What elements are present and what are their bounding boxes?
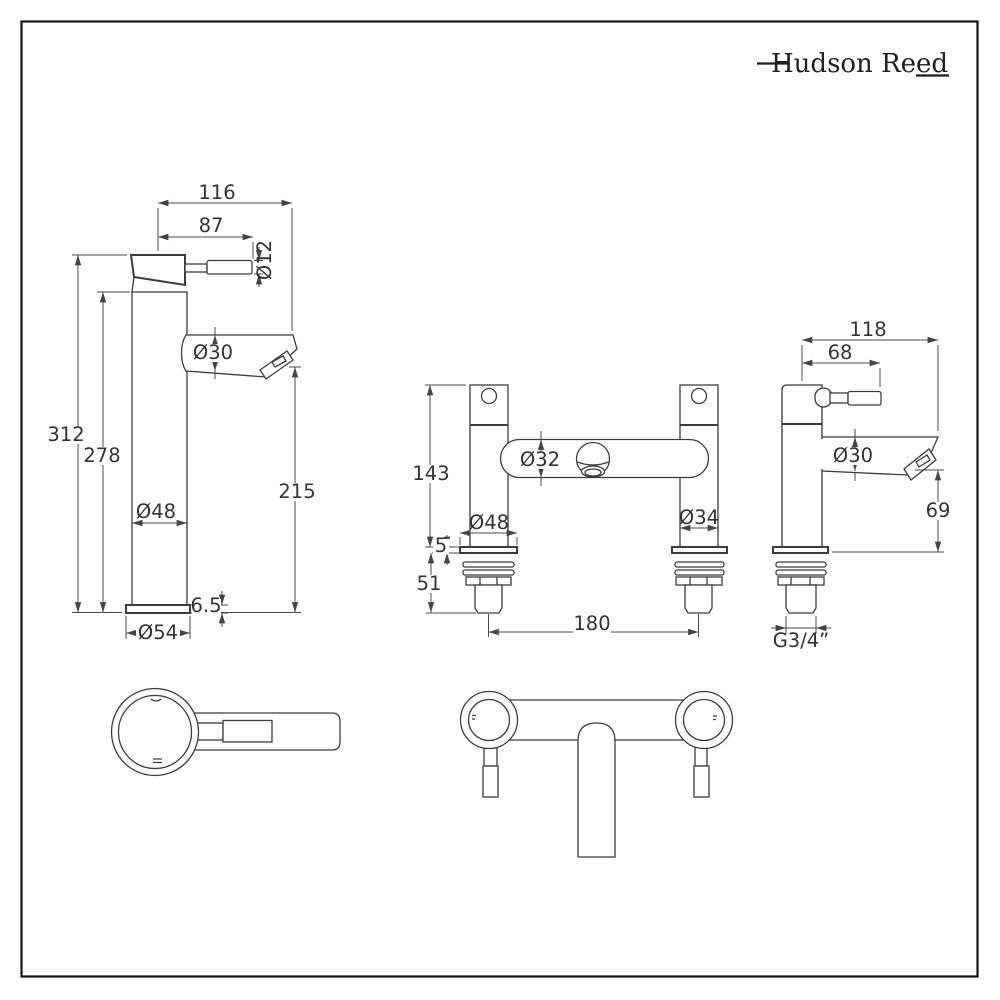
view-bath-shower-mixer-front: 143 Ø32 Ø48 Ø34 5 51 180 (412, 384, 728, 637)
view-bath-mixer-side: 118 68 Ø30 69 G3/4” (771, 318, 953, 652)
dim-base-diameter: Ø54 (138, 621, 178, 644)
dim-body-diameter: Ø48 (136, 500, 176, 523)
dim-overall-height: 312 (47, 423, 84, 446)
dim-body-height: 278 (83, 444, 120, 467)
page-border (20, 20, 979, 978)
tall-mixer-body (125, 254, 298, 614)
dim-below-deck: 51 (417, 572, 442, 595)
view-tall-mixer-plan (110, 687, 341, 777)
view-tall-basin-mixer-front: 116 87 Ø12 Ø30 312 278 215 Ø48 6.5 Ø54 (47, 181, 315, 644)
dim-overall-depth: 118 (849, 318, 886, 341)
dim-spout-diameter: Ø30 (193, 341, 233, 364)
tall-mixer-plan-body (110, 687, 341, 777)
dim-thread-size: G3/4” (773, 629, 830, 652)
bath-mixer-front-body (459, 384, 728, 614)
dim-spout-clearance: 69 (926, 499, 951, 522)
dim-side-handle-reach: 68 (828, 341, 853, 364)
dim-side-spout-diameter: Ø30 (833, 444, 873, 467)
dim-pillar-diameter: Ø34 (679, 506, 719, 529)
bath-mixer-side-body (772, 384, 939, 614)
dim-handle-diameter: Ø12 (253, 240, 276, 280)
dim-base-flange-diameter: Ø48 (469, 511, 509, 534)
dim-spout-reach: 116 (198, 181, 235, 204)
dim-crossbody-diameter: Ø32 (520, 448, 560, 471)
dim-pillar-height: 143 (412, 462, 449, 485)
dim-flange-thickness: 5 (435, 534, 447, 557)
dim-base-thickness: 6.5 (190, 594, 221, 617)
logo-text: Hudson Reed (771, 49, 948, 79)
dim-handle-reach: 87 (199, 214, 224, 237)
brand-logo: Hudson Reed (757, 49, 949, 79)
dim-tap-centres: 180 (573, 612, 610, 635)
view-bath-mixer-plan (459, 690, 734, 858)
bath-mixer-plan-body (459, 690, 734, 858)
dim-spout-height: 215 (278, 480, 315, 503)
